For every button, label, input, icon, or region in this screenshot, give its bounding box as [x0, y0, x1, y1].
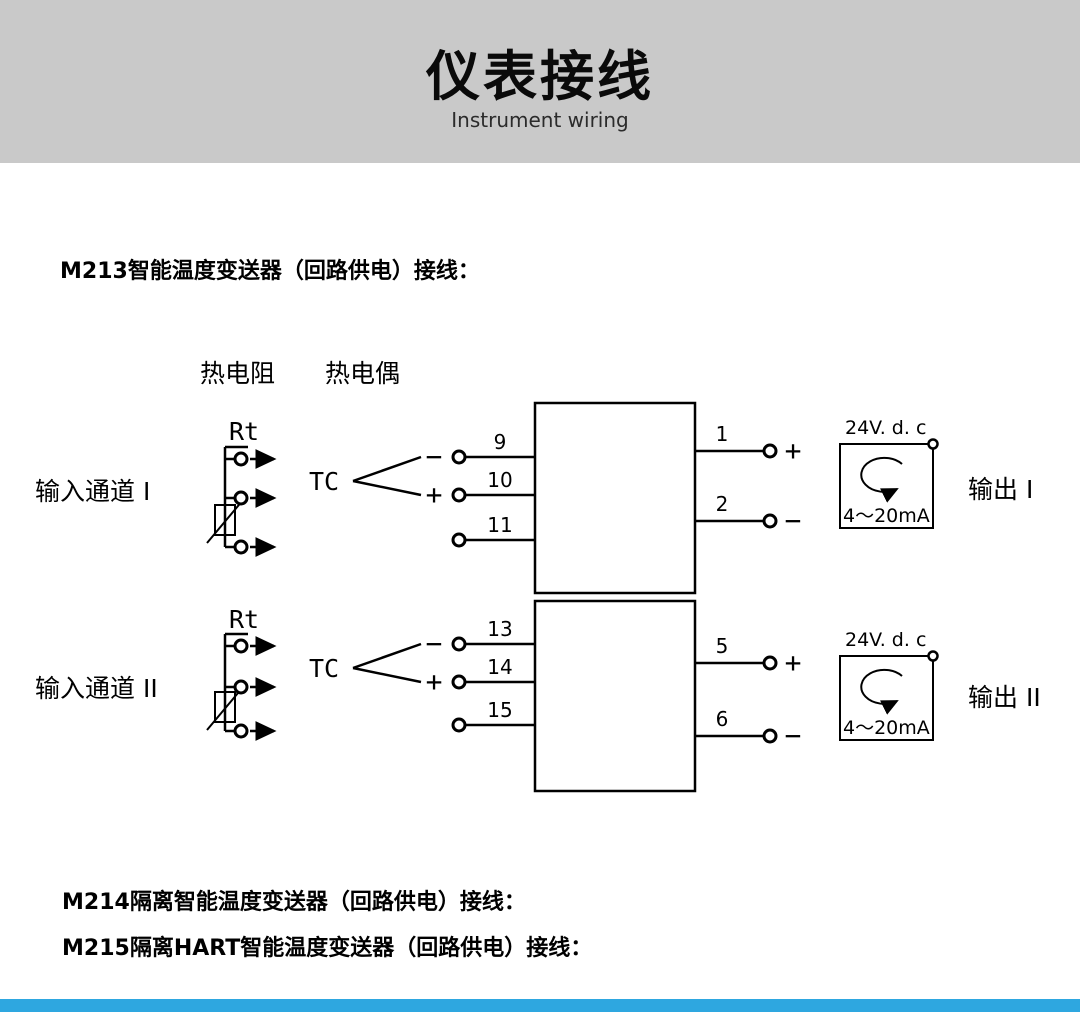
- output2-supply-label: 24V. d. c: [845, 629, 926, 651]
- channel2-input-label: 输入通道 II: [35, 674, 158, 703]
- terminal-6: [762, 728, 778, 744]
- label-rtd: 热电阻: [200, 359, 275, 388]
- terminal-13-number: 13: [487, 617, 512, 641]
- output1-minus-sign: −: [785, 504, 802, 537]
- rtd2-thermistor-body: [214, 691, 236, 723]
- terminal-5-number: 5: [716, 634, 729, 658]
- rtd1-terminal-1: [233, 451, 249, 467]
- heading-m213: M213智能温度变送器（回路供电）接线：: [60, 259, 480, 284]
- output2-loop-box: [839, 655, 934, 741]
- channel1-output-label: 输出 I: [968, 475, 1033, 504]
- terminal-14-number: 14: [487, 655, 512, 679]
- terminal-11-number: 11: [487, 513, 512, 537]
- rtd1-thermistor-slash: [206, 499, 244, 544]
- terminal-14: [451, 674, 467, 690]
- transmitter-body-upper: [533, 401, 697, 595]
- terminal-13: [451, 636, 467, 652]
- tc1-minus-sign: −: [426, 440, 443, 473]
- output1-plus-sign: +: [785, 434, 802, 467]
- tc2-minus-sign: −: [426, 627, 443, 660]
- terminal-6-number: 6: [716, 707, 729, 731]
- rtd1-thermistor-body: [214, 504, 236, 536]
- tc2-branch-minus: [352, 642, 422, 670]
- channel1-tc-label: TC: [309, 467, 339, 496]
- output1-loop-arrow: [860, 456, 903, 503]
- channel1-output: 1 2 + − 24V. d. c 4～20mA 输出 I: [695, 417, 1033, 537]
- terminal-2-number: 2: [716, 492, 729, 516]
- channel2-tc-label: TC: [309, 654, 339, 683]
- heading-m214: M214隔离智能温度变送器（回路供电）接线：: [62, 890, 526, 915]
- tc2-plus-sign: +: [426, 665, 443, 698]
- tc1-branch-plus: [352, 479, 422, 497]
- terminal-15-number: 15: [487, 698, 512, 722]
- channel1-input-label: 输入通道 I: [35, 477, 150, 506]
- channel2-output-label: 输出 II: [968, 683, 1041, 712]
- tc1-branch-minus: [352, 455, 422, 483]
- terminal-1-number: 1: [716, 422, 729, 446]
- output2-plus-sign: +: [785, 646, 802, 679]
- terminal-9-number: 9: [494, 430, 507, 454]
- tc1-plus-sign: +: [426, 478, 443, 511]
- output2-loop-pin: [927, 650, 939, 662]
- terminal-10: [451, 487, 467, 503]
- rtd1-terminal-3: [233, 539, 249, 555]
- channel1-rt-label: Rt: [229, 417, 259, 446]
- label-thermocouple: 热电偶: [325, 359, 400, 388]
- terminal-1: [762, 443, 778, 459]
- rtd2-terminal-3: [233, 723, 249, 739]
- channel2-output: 5 6 + − 24V. d. c 4～20mA 输出 II: [695, 629, 1041, 752]
- terminal-15: [451, 717, 467, 733]
- terminal-10-number: 10: [487, 468, 512, 492]
- output2-loop-arrow: [860, 668, 903, 715]
- output1-current-label: 4～20mA: [843, 505, 930, 527]
- channel1-input: 输入通道 I Rt TC − +: [35, 417, 535, 557]
- tc2-branch-plus: [352, 666, 422, 684]
- channel2-rt-label: Rt: [229, 605, 259, 634]
- channel2-input: 输入通道 II Rt TC − + 1: [35, 605, 535, 741]
- heading-m215: M215隔离HART智能温度变送器（回路供电）接线：: [62, 936, 593, 961]
- page-subtitle: Instrument wiring: [451, 107, 629, 132]
- page-title: 仪表接线: [426, 45, 654, 109]
- terminal-9: [451, 449, 467, 465]
- output1-loop-pin: [927, 438, 939, 450]
- rtd1-terminal-2: [233, 490, 249, 506]
- output1-loop-box: [839, 443, 934, 529]
- output2-current-label: 4～20mA: [843, 717, 930, 739]
- rtd2-thermistor-slash: [206, 686, 244, 731]
- rtd2-terminal-1: [233, 638, 249, 654]
- terminal-5: [762, 655, 778, 671]
- output1-supply-label: 24V. d. c: [845, 417, 926, 439]
- transmitter-body-lower: [533, 599, 697, 793]
- terminal-11: [451, 532, 467, 548]
- header-banner: 仪表接线 Instrument wiring: [0, 0, 1080, 163]
- terminal-2: [762, 513, 778, 529]
- footer-accent-bar: [0, 999, 1080, 1012]
- rtd2-terminal-2: [233, 679, 249, 695]
- output2-minus-sign: −: [785, 719, 802, 752]
